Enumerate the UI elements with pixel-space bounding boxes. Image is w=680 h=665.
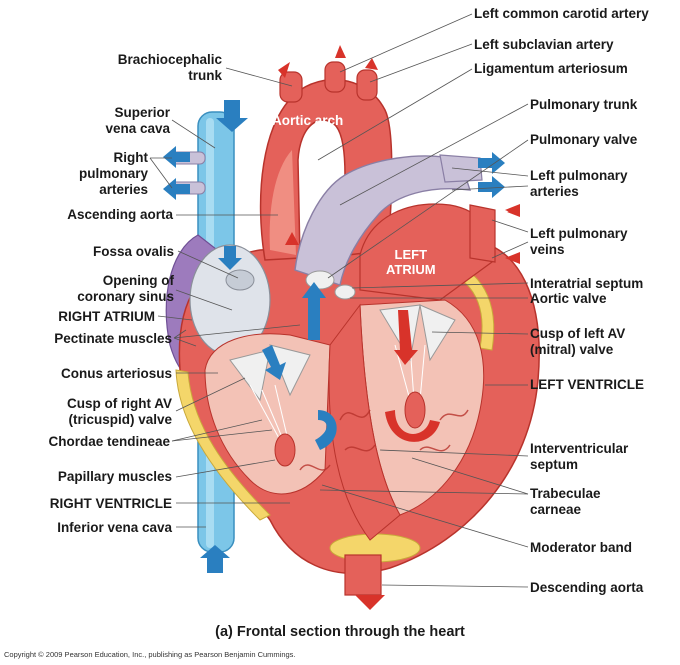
label-pulmonary-valve: Pulmonary valve (530, 132, 638, 147)
leader-lines (149, 13, 529, 588)
left-common-carotid-vessel (324, 61, 346, 93)
label-aortic-valve: Aortic valve (530, 291, 607, 306)
label-pectinate-muscles: Pectinate muscles (54, 331, 172, 346)
label-superior-vena-cava: Superior vena cava (105, 105, 170, 136)
label-right-pulmonary-arteries: Right pulmonary arteries (78, 150, 148, 197)
label-conus-arteriosus: Conus arteriosus (60, 366, 172, 381)
papillary-muscle-right (274, 433, 296, 467)
label-moderator-band: Moderator band (530, 540, 633, 555)
label-opening-coronary-sinus: Opening of coronary sinus (77, 273, 174, 304)
ascending-aorta-inner (269, 150, 296, 255)
label-descending-aorta: Descending aorta (530, 580, 644, 595)
descending-aorta (344, 554, 382, 596)
flow-arrows-red (278, 45, 520, 610)
label-mitral-valve: Cusp of left AV (mitral) valve (530, 326, 626, 357)
fat-band-right (175, 369, 271, 521)
label-papillary-muscles: Papillary muscles (57, 469, 172, 484)
label-ascending-aorta: Ascending aorta (67, 207, 173, 222)
papillary-muscle-left (404, 391, 426, 429)
label-left-common-carotid: Left common carotid artery (474, 6, 649, 21)
label-interatrial-septum: Interatrial septum (530, 276, 644, 291)
label-aortic-arch: Aortic arch (272, 113, 344, 128)
label-interventricular-septum: Interventricular septum (530, 441, 629, 472)
label-ligamentum-arteriosum: Ligamentum arteriosum (474, 61, 628, 76)
label-pulmonary-trunk: Pulmonary trunk (530, 97, 638, 112)
label-left-ventricle: LEFT VENTRICLE (530, 377, 644, 392)
label-tricuspid-valve: Cusp of right AV (tricuspid) valve (67, 396, 172, 427)
left-pulmonary-veins (469, 204, 496, 263)
brachiocephalic-vessel (279, 71, 303, 103)
figure-caption: (a) Frontal section through the heart (215, 624, 465, 640)
pulmonary-artery-left (439, 154, 483, 183)
left-subclavian-vessel (356, 69, 378, 101)
label-left-subclavian: Left subclavian artery (474, 37, 614, 52)
label-trabeculae-carneae: Trabeculae carneae (530, 486, 601, 517)
label-right-atrium: RIGHT ATRIUM (58, 309, 155, 324)
label-fossa-ovalis: Fossa ovalis (92, 244, 174, 259)
label-left-pulmonary-veins: Left pulmonary veins (530, 226, 628, 257)
copyright-notice: Copyright © 2009 Pearson Education, Inc.… (4, 650, 296, 659)
flow-arrows-blue (163, 100, 505, 573)
tricuspid-cusp (229, 349, 271, 402)
label-brachiocephalic-trunk: Brachiocephalic trunk (117, 52, 222, 83)
fossa-ovalis (225, 269, 255, 291)
aortic-valve (334, 284, 356, 300)
chordae-tendineae (249, 344, 426, 443)
label-inferior-vena-cava: Inferior vena cava (57, 520, 172, 535)
label-right-ventricle: RIGHT VENTRICLE (49, 496, 172, 511)
label-left-atrium: LEFT ATRIUM (386, 247, 436, 277)
pulmonary-valve (305, 270, 335, 290)
label-left-pulmonary-arteries: Left pulmonary arteries (530, 168, 628, 199)
label-chordae-tendineae: Chordae tendineae (48, 434, 170, 449)
trabeculae-pattern (299, 409, 469, 471)
